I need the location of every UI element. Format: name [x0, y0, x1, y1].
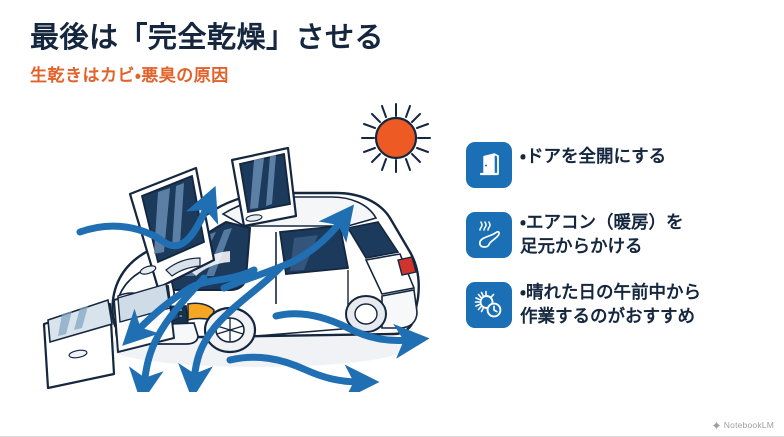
notebooklm-logo-icon: [712, 421, 721, 429]
open-door-rear-left: [230, 146, 298, 228]
notebooklm-watermark: NotebookLM: [712, 420, 774, 430]
open-door-icon: [466, 142, 512, 188]
list-item: ・エアコン（暖房）を 足元からかける: [466, 210, 772, 258]
foot-heat-icon: [466, 212, 512, 258]
sun-icon: [361, 103, 431, 173]
car-drying-airflow-illustration: [18, 92, 468, 392]
watermark-label: NotebookLM: [723, 420, 774, 430]
page-subtitle: 生乾きはカビ・悪臭の原因: [30, 66, 229, 86]
list-item: ・ドアを全開にする: [466, 140, 772, 188]
list-item-label: ・エアコン（暖房）を 足元からかける: [520, 212, 684, 257]
airflow-arrows: [76, 185, 430, 392]
open-door-front-right: [42, 298, 116, 390]
tips-list: ・ドアを全開にする ・エアコン（暖房）を 足元からかける: [466, 140, 772, 329]
slide-header: 最後は「完全乾燥」させる 生乾きはカビ・悪臭の原因: [30, 22, 550, 86]
page-title: 最後は「完全乾燥」させる: [30, 22, 385, 54]
list-item: ・晴れた日の午前中から 作業するのがおすすめ: [466, 280, 772, 329]
sun-clock-icon: [466, 282, 512, 329]
list-item-label: ・ドアを全開にする: [520, 146, 667, 166]
list-item-label: ・晴れた日の午前中から 作業するのがおすすめ: [520, 282, 701, 327]
